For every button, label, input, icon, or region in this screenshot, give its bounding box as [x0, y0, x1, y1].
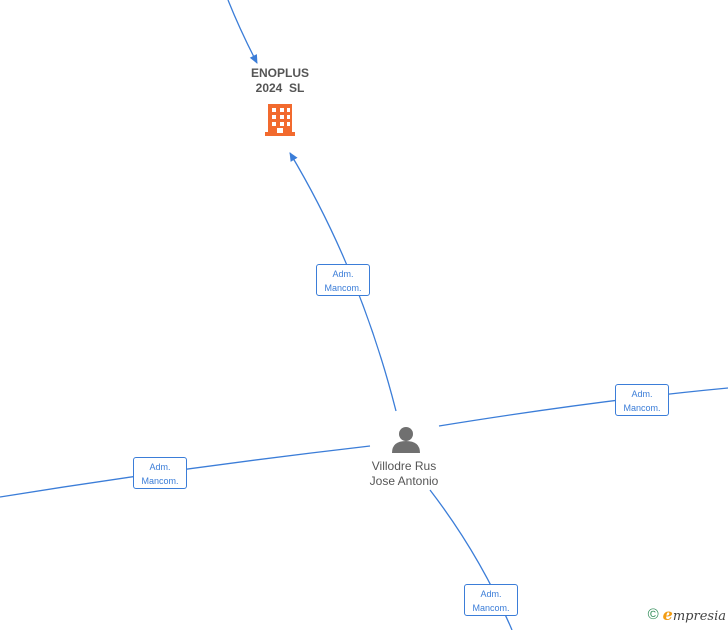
- relation-badge-line2: Mancom.: [472, 603, 510, 613]
- brand-initial: e: [662, 605, 673, 624]
- company-name-line2: 2024 SL: [255, 81, 305, 95]
- relation-badge-line2: Mancom.: [324, 283, 362, 293]
- person-icon[interactable]: [392, 427, 420, 453]
- person-name-line1: Villodre Rus: [371, 459, 437, 473]
- relation-badge-line2: Mancom.: [141, 476, 179, 486]
- person-name-line2: Jose Antonio: [369, 474, 439, 488]
- edge-person-right: [438, 387, 728, 427]
- relation-badge-left[interactable]: Adm. Mancom.: [133, 457, 187, 489]
- footer-brand: © empresia: [648, 605, 726, 624]
- relation-badge-line1: Adm.: [480, 589, 502, 599]
- relation-badge-line1: Adm.: [149, 462, 171, 472]
- relation-badge-right[interactable]: Adm. Mancom.: [615, 384, 669, 416]
- building-icon[interactable]: [265, 104, 295, 136]
- relation-badge-line1: Adm.: [332, 269, 354, 279]
- company-name-line1: ENOPLUS: [250, 66, 309, 80]
- relation-badge-line1: Adm.: [631, 389, 653, 399]
- relation-badge-top[interactable]: Adm. Mancom.: [316, 264, 370, 296]
- brand-logo[interactable]: empresia: [663, 605, 726, 624]
- person-name[interactable]: Villodre Rus Jose Antonio: [354, 459, 454, 489]
- brand-rest: mpresia: [672, 609, 726, 624]
- relation-badge-bottom[interactable]: Adm. Mancom.: [464, 584, 518, 616]
- edge-incoming-company: [227, 0, 258, 64]
- relation-badge-line2: Mancom.: [623, 403, 661, 413]
- copyright-icon: ©: [647, 606, 659, 623]
- company-name[interactable]: ENOPLUS 2024 SL: [238, 66, 322, 96]
